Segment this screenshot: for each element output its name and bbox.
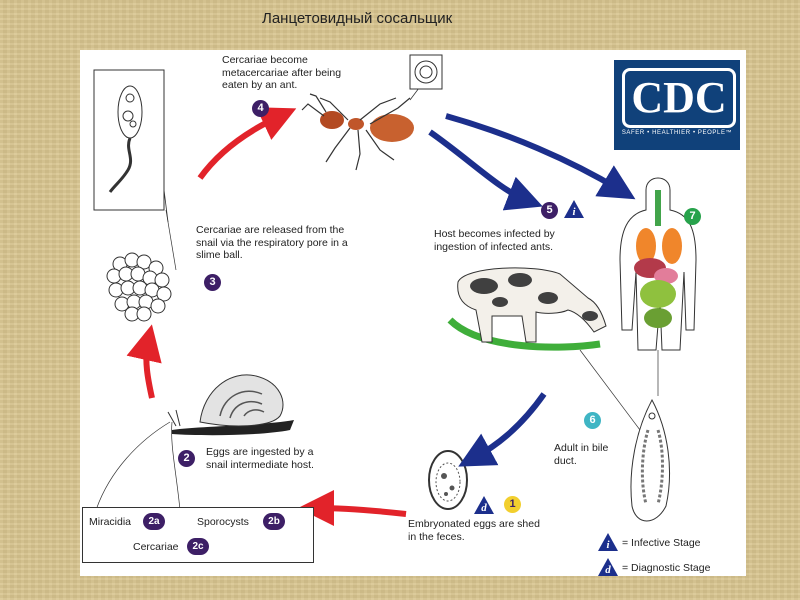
step-2-text: Eggs are ingested by a snail intermediat… bbox=[206, 446, 314, 471]
arrow-ant-to-human bbox=[445, 113, 636, 200]
cercariae-label: Cercariae bbox=[133, 541, 179, 553]
ant-illustration bbox=[301, 93, 414, 171]
arrow-snail-to-slimeball bbox=[126, 324, 162, 399]
step-6-text: Adult in bile duct. bbox=[554, 442, 609, 467]
egg-illustration bbox=[428, 450, 468, 510]
snail-illustration bbox=[167, 374, 294, 436]
arrow-adult-to-egg bbox=[458, 392, 547, 467]
step-1-badge: 1 bbox=[504, 496, 521, 513]
adult-fluke-illustration bbox=[630, 398, 671, 522]
step-1-text: Embryonated eggs are shed in the feces. bbox=[408, 518, 540, 543]
cow-illustration bbox=[447, 267, 607, 351]
sporocysts-label: Sporocysts bbox=[197, 516, 249, 528]
arrow-slimeball-to-ant bbox=[197, 107, 297, 180]
legend-infective-icon: i bbox=[598, 533, 618, 551]
legend-diagnostic-icon: d bbox=[598, 558, 618, 576]
diagram-artwork bbox=[93, 54, 697, 559]
life-cycle-diagram: CDC SAFER • HEALTHIER • PEOPLE™ Cercaria… bbox=[80, 50, 746, 576]
svg-text:i: i bbox=[606, 539, 610, 551]
svg-text:d: d bbox=[481, 502, 487, 514]
cercaria-illustration bbox=[93, 69, 169, 223]
sporocysts-badge: 2b bbox=[263, 513, 285, 530]
step-4-badge: 4 bbox=[252, 100, 269, 117]
step-2-badge: 2 bbox=[178, 450, 195, 467]
arrow-ant-to-cow bbox=[428, 129, 543, 211]
step-4-text: Cercariae become metacercariae after bei… bbox=[222, 54, 342, 91]
step-3-text: Cercariae are released from the snail vi… bbox=[196, 224, 348, 261]
cdc-logo: CDC SAFER • HEALTHIER • PEOPLE™ bbox=[614, 60, 740, 150]
miracidia-label: Miracidia bbox=[89, 516, 132, 528]
step-3-badge: 3 bbox=[204, 274, 221, 291]
infective-stage-marker: i bbox=[564, 200, 584, 218]
cercariae-badge: 2c bbox=[187, 538, 209, 555]
snail-stage-legend: Miracidia 2a Sporocysts 2b Cercariae 2c bbox=[82, 507, 314, 563]
cdc-logo-text: CDC bbox=[622, 68, 736, 128]
metacercaria-illustration bbox=[409, 54, 443, 90]
slide-title: Ланцетовидный сосальщик bbox=[262, 10, 453, 27]
diagnostic-stage-marker: d bbox=[474, 496, 494, 514]
cdc-logo-tagline: SAFER • HEALTHIER • PEOPLE™ bbox=[621, 130, 733, 136]
legend-diagnostic-label: = Diagnostic Stage bbox=[622, 562, 711, 574]
arrow-egg-to-snail bbox=[298, 490, 407, 527]
human-illustration bbox=[619, 177, 697, 351]
legend-infective-label: = Infective Stage bbox=[622, 537, 701, 549]
step-5-badge: 5 bbox=[541, 202, 558, 219]
slime-ball-illustration bbox=[106, 252, 172, 322]
step-7-badge: 7 bbox=[684, 208, 701, 225]
step-5-text: Host becomes infected by ingestion of in… bbox=[434, 228, 555, 253]
step-6-badge: 6 bbox=[584, 412, 601, 429]
miracidia-badge: 2a bbox=[143, 513, 165, 530]
svg-text:i: i bbox=[572, 206, 576, 218]
svg-text:d: d bbox=[605, 564, 611, 576]
